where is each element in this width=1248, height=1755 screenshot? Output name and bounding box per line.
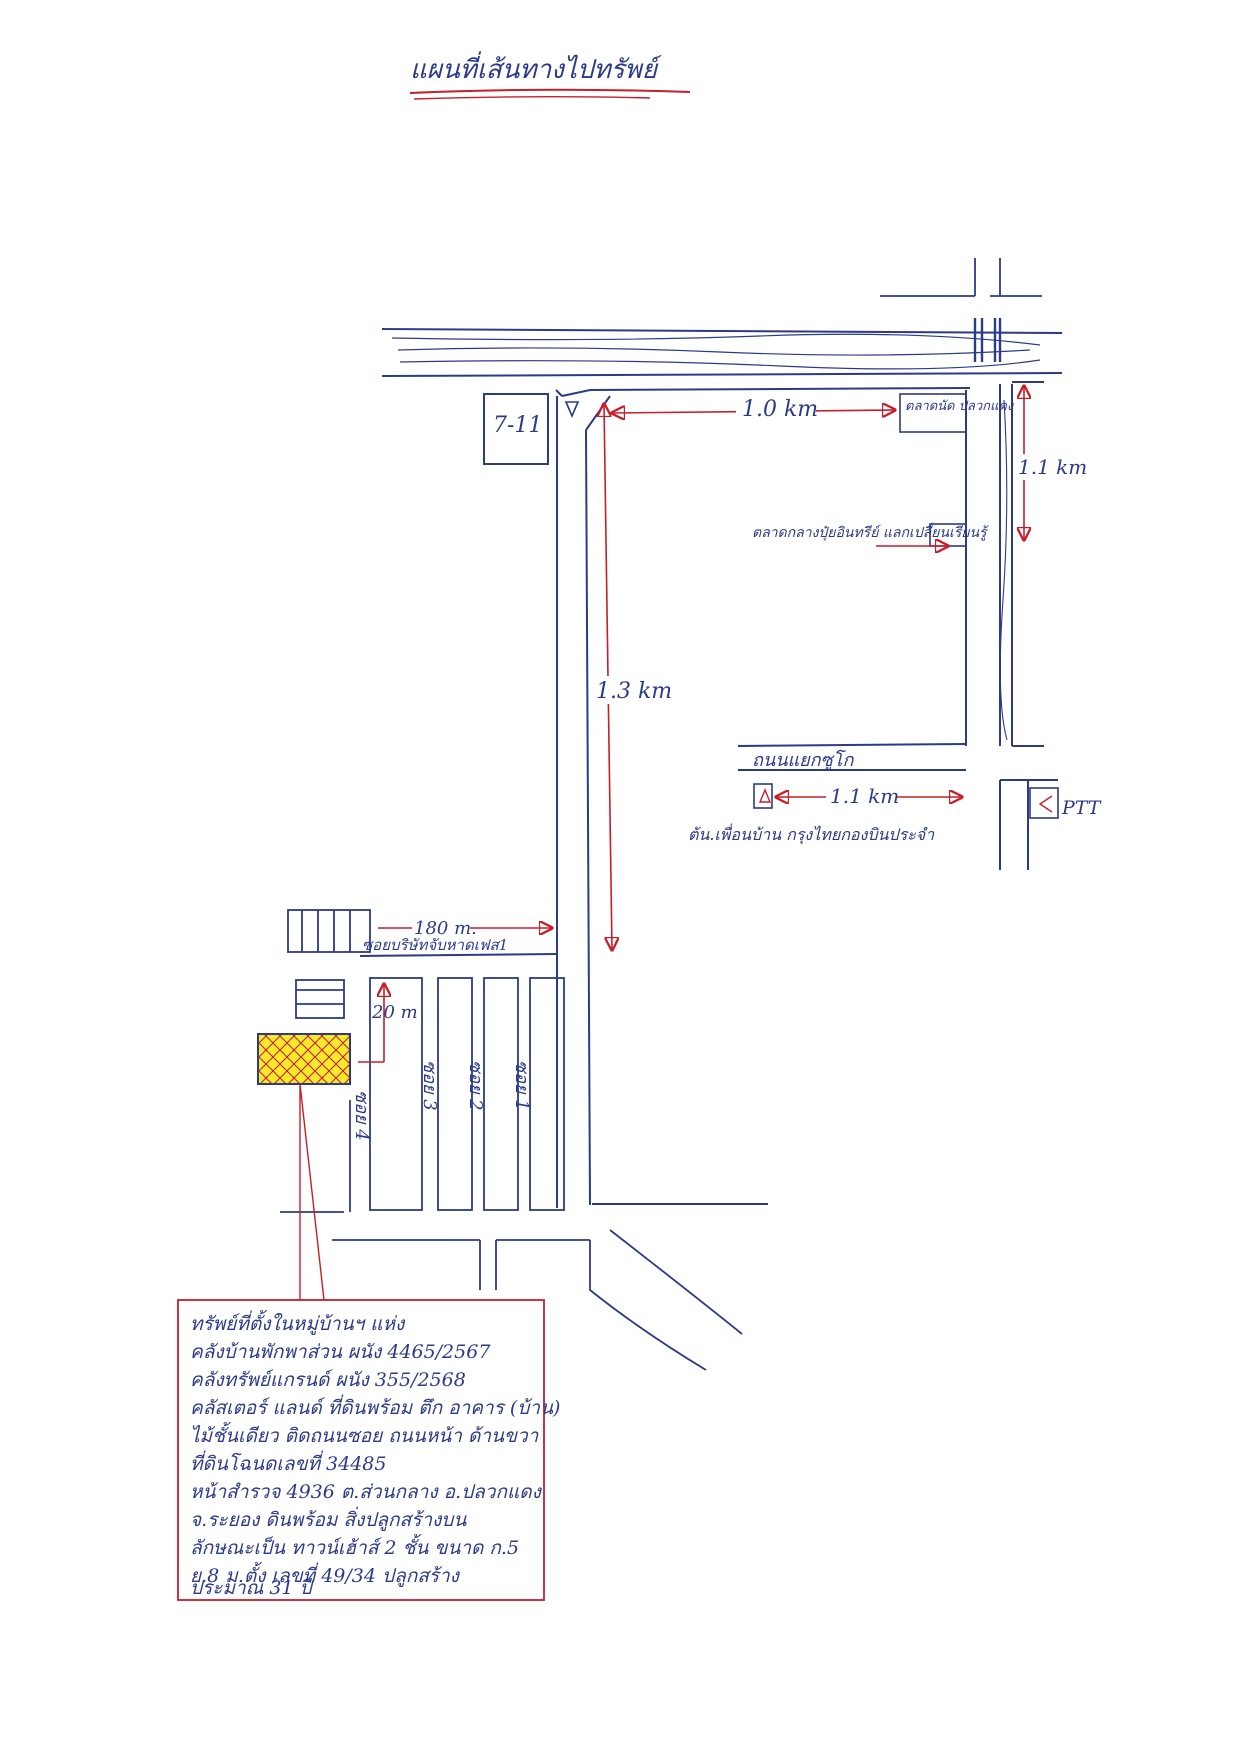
- distance-to-soi: 180 m.: [378, 916, 552, 939]
- title-underline-2: [413, 96, 651, 100]
- distance-top-label: 1.0 km: [742, 397, 818, 422]
- landmark-market-label: ตลาดนัด ปลวกแดง: [905, 399, 1015, 414]
- soi-4-label: ซอย 4: [351, 1090, 372, 1141]
- soi-2-label: ซอย 2: [465, 1060, 486, 1111]
- note-line: ลักษณะเป็น ทาวน์เฮ้าส์ 2 ชั้น ขนาด ก.5: [190, 1533, 519, 1559]
- ptt-label: PTT: [1061, 797, 1102, 819]
- distance-to-soi-label: 180 m.: [414, 918, 477, 939]
- soi-name-label: ซอยบริษัทจับหาดเฟส1: [362, 936, 508, 954]
- note-leader-line: [299, 1083, 325, 1301]
- map-title: แผนที่เส้นทางไปทรัพย์: [410, 51, 662, 85]
- title-underline: [409, 88, 691, 94]
- note-line: คลังบ้านพักพาส่วน ผนัง 4465/2567: [190, 1341, 491, 1363]
- distance-right-label: 1.1 km: [1018, 455, 1087, 479]
- soi-3-label: ซอย 3: [419, 1060, 440, 1111]
- soi-strips: [280, 977, 743, 1371]
- soi-1-label: ซอย 1: [511, 1060, 532, 1111]
- direction-marker-icon: [564, 401, 580, 419]
- landmark-bottom-arrow-icon: [758, 788, 772, 803]
- property-note-box: [177, 1299, 545, 1601]
- distance-to-plot-label: 20 m: [371, 1002, 418, 1023]
- road-soi-ku: [738, 769, 1058, 781]
- road-soi-ku-label: ถนนแยกซูโก: [752, 749, 854, 771]
- landmark-market-box: [899, 393, 967, 433]
- distance-main-label: 1.3 km: [596, 679, 672, 704]
- housing-block-top: [287, 909, 371, 953]
- landmark-bottom-label: ต้น.เพื่อนบ้าน กรุงไทยกองบินประจำ: [688, 823, 935, 845]
- main-vertical-road: [555, 387, 1029, 1208]
- distance-bottom-right: 1.1 km: [776, 784, 962, 808]
- landmark-bottom-box: [753, 783, 773, 809]
- seven-eleven-label: 7-11: [493, 413, 542, 438]
- distance-to-plot: 20 m: [358, 984, 418, 1063]
- note-line: ที่ดินโฉนดเลขที่ 34485: [190, 1450, 386, 1475]
- note-line: ประมาณ 31 ปี: [190, 1577, 315, 1599]
- right-vertical-road: [965, 381, 1044, 747]
- note-line: คลัสเตอร์ แลนด์ ที่ดินพร้อม ตึก อาคาร (บ…: [190, 1394, 560, 1419]
- note-line: ไม้ชั้นเดียว ติดถนนซอย ถนนหน้า ด้านขวา: [190, 1421, 540, 1447]
- seven-eleven-building: [483, 393, 549, 465]
- distance-main: 1.3 km: [590, 404, 672, 950]
- note-line: คลังทรัพย์แกรนด์ ผนัง 355/2568: [190, 1369, 466, 1391]
- top-highway: [381, 258, 1063, 377]
- distance-top: 1.0 km: [612, 396, 895, 422]
- note-line: จ.ระยอง ดินพร้อม สิ่งปลูกสร้างบน: [190, 1506, 467, 1531]
- property-plot: [257, 1033, 351, 1085]
- soi-entrance-road: [359, 953, 557, 957]
- property-note-text: ทรัพย์ที่ตั้งในหมู่บ้านฯ แห่ง คลังบ้านพั…: [190, 1309, 560, 1599]
- ptt-arrow-icon: [1038, 795, 1053, 813]
- ptt-station-box: [1029, 787, 1059, 819]
- distance-bottom-right-label: 1.1 km: [830, 784, 899, 808]
- note-line: ย.8 ม.ตั้ง เลขที่ 49/34 ปลูกสร้าง: [190, 1561, 461, 1587]
- distance-right: 1.1 km: [1016, 386, 1087, 540]
- note-line: หน้าสำรวจ 4936 ต.ส่วนกลาง อ.ปลวกแดง: [190, 1481, 543, 1503]
- landmark-center-label: ตลาดกลางปุ๋ยอินทรีย์ แลกเปลี่ยนเรียนรู้: [752, 522, 990, 541]
- note-line: ทรัพย์ที่ตั้งในหมู่บ้านฯ แห่ง: [190, 1309, 406, 1335]
